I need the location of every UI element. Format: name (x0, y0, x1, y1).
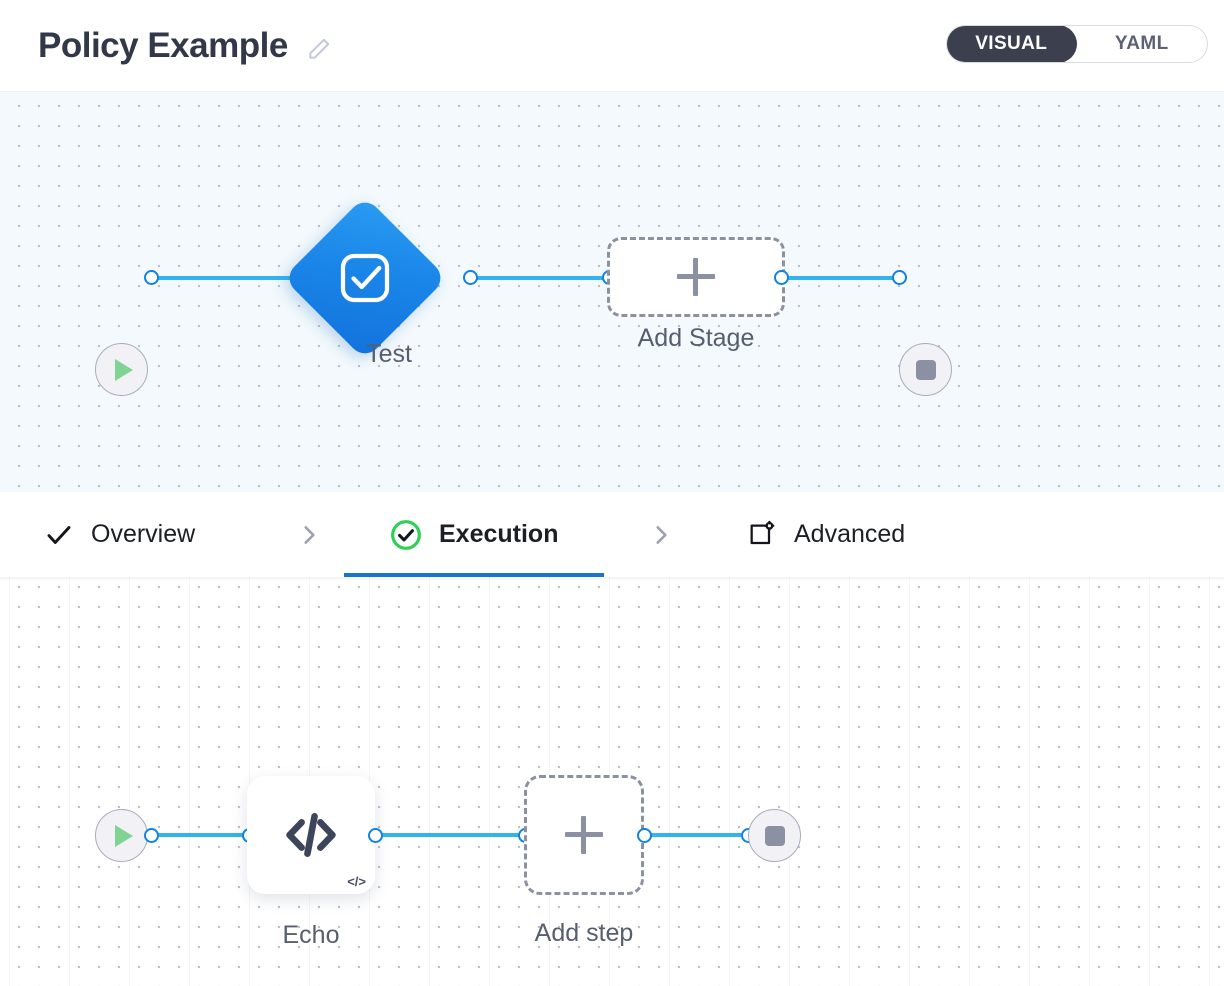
step-type-badge: </> (347, 874, 366, 889)
play-icon (114, 358, 133, 381)
stage-diamond (282, 195, 448, 361)
title-group: Policy Example (38, 24, 332, 68)
tab-separator-1 (296, 492, 322, 577)
tab-advanced-label: Advanced (794, 520, 906, 548)
tab-execution-label: Execution (439, 520, 559, 548)
chevron-right-icon (304, 525, 315, 544)
section-tabbar: Overview Execution (0, 492, 1224, 577)
port-start-out[interactable] (144, 270, 159, 285)
edge-test-to-addstage (466, 276, 612, 280)
tab-advanced[interactable]: Advanced (745, 492, 905, 577)
active-tab-underline (344, 573, 605, 577)
add-step-label: Add step (534, 919, 634, 947)
edge-start-to-echo (150, 833, 260, 837)
visual-mode-button[interactable]: VISUAL (947, 26, 1077, 62)
checked-box-icon (340, 253, 390, 303)
edge-echo-to-addstep (375, 833, 527, 837)
step-label-echo: Echo (282, 921, 340, 949)
stop-icon (915, 359, 936, 380)
box-gear-icon (750, 520, 775, 544)
step-node-echo[interactable]: </> (247, 776, 375, 894)
add-step-button[interactable] (524, 775, 644, 895)
tab-separator-2 (648, 492, 674, 577)
step-end-node[interactable] (748, 809, 801, 862)
plus-icon (565, 816, 603, 854)
stage-canvas[interactable]: Test Add Stage (0, 92, 1224, 492)
port-addstage-out[interactable] (774, 270, 789, 285)
step-start-node[interactable] (95, 809, 148, 862)
add-stage-button[interactable] (607, 237, 785, 317)
stage-node-test[interactable] (282, 195, 448, 361)
edge-addstep-to-end (644, 833, 752, 837)
tab-overview-label: Overview (91, 520, 196, 548)
port-echo-out[interactable] (368, 828, 383, 843)
stage-start-node[interactable] (95, 343, 148, 396)
stage-label-test: Test (366, 340, 412, 368)
play-icon (114, 824, 133, 847)
page-title: Policy Example (38, 26, 288, 65)
page-header: Policy Example VISUAL YAML (0, 0, 1224, 92)
pencil-icon[interactable] (306, 36, 332, 62)
port-test-out[interactable] (463, 270, 478, 285)
check-icon (47, 525, 71, 544)
tab-overview[interactable]: Overview (44, 492, 195, 577)
port-start-out[interactable] (144, 828, 159, 843)
port-end-in[interactable] (892, 270, 907, 285)
view-mode-toggle[interactable]: VISUAL YAML (946, 25, 1208, 63)
edge-start-to-test (150, 276, 322, 280)
tab-execution[interactable]: Execution (344, 492, 605, 577)
yaml-mode-button[interactable]: YAML (1077, 26, 1208, 62)
plus-icon (677, 258, 715, 296)
port-addstep-out[interactable] (637, 828, 652, 843)
check-circle-icon (391, 519, 421, 550)
add-stage-label: Add Stage (637, 324, 755, 352)
execution-canvas[interactable]: </> Echo Add step (0, 577, 1224, 986)
chevron-right-icon (656, 525, 667, 544)
edge-addstage-to-end (784, 276, 902, 280)
stop-icon (764, 825, 785, 846)
stage-end-node[interactable] (899, 343, 952, 396)
code-icon (286, 813, 336, 857)
